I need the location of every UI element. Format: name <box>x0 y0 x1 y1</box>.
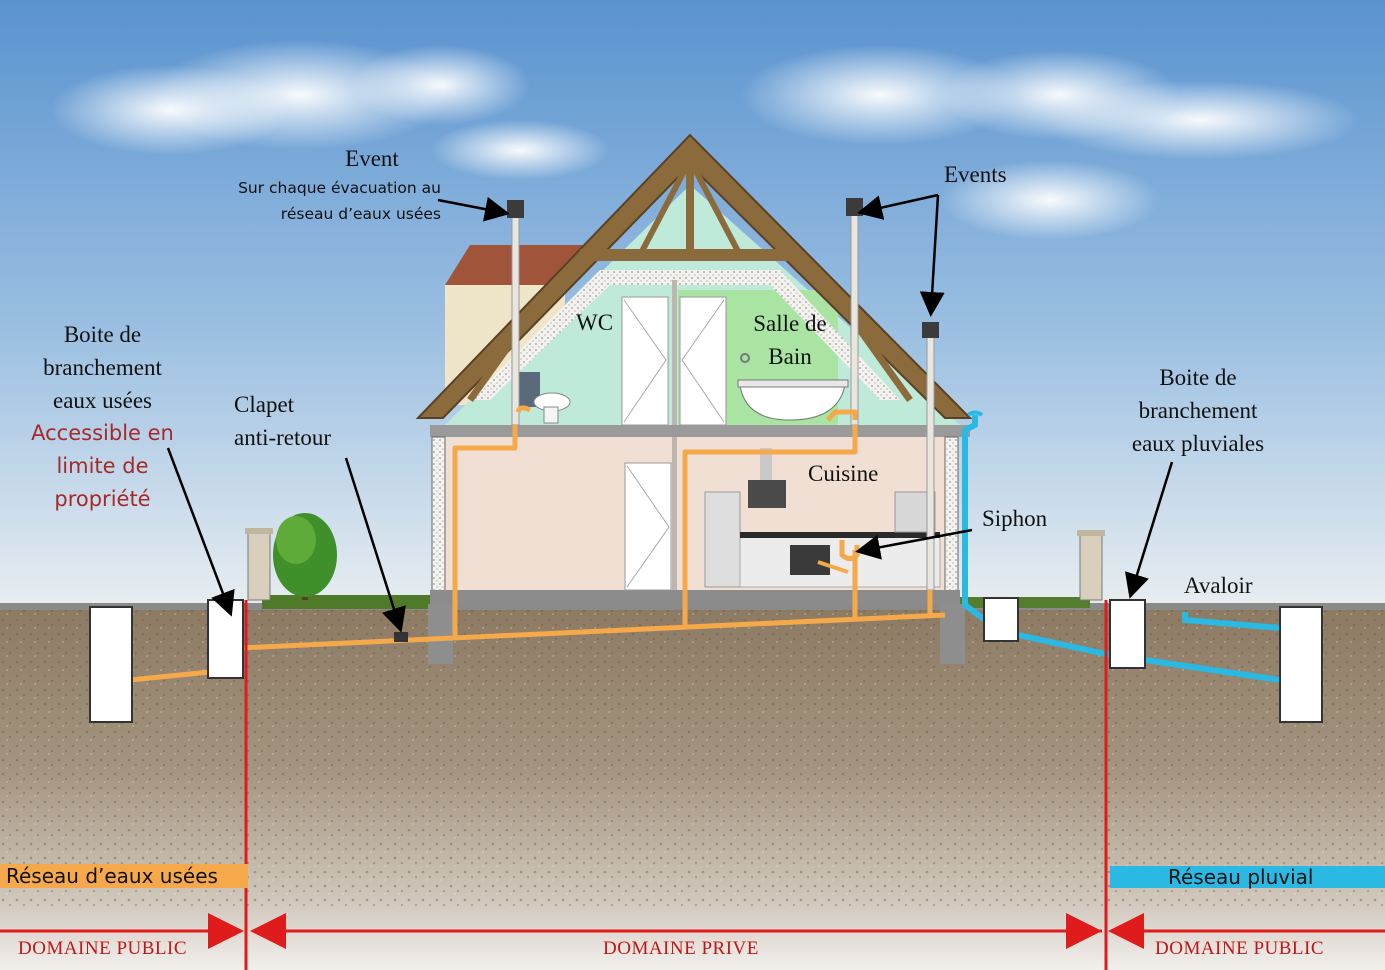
check-valve <box>394 632 408 642</box>
ww-box-line2: branchement <box>43 355 162 380</box>
wastewater-network-label: Réseau d’eaux usées <box>6 864 218 888</box>
siphon-label: Siphon <box>982 506 1048 531</box>
gate-post-right <box>1077 530 1105 601</box>
private-domain-label: DOMAINE PRIVE <box>603 938 759 959</box>
wastewater-band <box>0 864 248 888</box>
rain-pipes <box>1017 612 1281 683</box>
gate-post-left <box>245 528 273 601</box>
ww-box-access-line2: limite de <box>56 454 149 478</box>
bathroom-label-line2: Bain <box>768 344 812 369</box>
bathroom-label: Salle de Bain <box>726 307 854 373</box>
public-domain-right-label: DOMAINE PUBLIC <box>1155 938 1325 959</box>
ww-box-access-line3: propriété <box>54 487 151 511</box>
utility-boxes <box>89 597 1323 723</box>
event-sub1: Sur chaque évacuation au <box>238 179 441 197</box>
ww-box-line3: eaux usées <box>53 388 152 413</box>
rain-box-label: Boite de branchement eaux pluviales <box>1108 361 1288 460</box>
check-valve-line2: anti-retour <box>234 425 332 450</box>
wastewater-box-label: Boite de branchement eaux usées Accessib… <box>10 318 195 516</box>
rain-box-line2: branchement <box>1138 398 1258 423</box>
rain-band <box>1110 866 1385 888</box>
event-title: Event <box>345 146 399 171</box>
bathroom-label-line1: Salle de <box>753 311 827 336</box>
wastewater-pipes <box>129 405 946 683</box>
rain-box-line3: eaux pluviales <box>1131 431 1265 456</box>
ww-box-line1: Boite de <box>63 322 142 347</box>
wc-label: WC <box>576 310 614 335</box>
clouds <box>50 40 1360 240</box>
public-domain-left-label: DOMAINE PUBLIC <box>18 938 188 959</box>
callout-arrows <box>166 193 1174 633</box>
events-right-label: Events <box>944 162 1007 187</box>
kitchen-label: Cuisine <box>808 461 879 486</box>
rain-network-label: Réseau pluvial <box>1168 865 1314 889</box>
downspout <box>962 415 987 623</box>
rain-box-line1: Boite de <box>1159 365 1237 390</box>
check-valve-line1: Clapet <box>234 392 295 417</box>
event-sub2: réseau d’eaux usées <box>280 205 441 223</box>
ww-box-access-line1: Accessible en <box>31 421 174 445</box>
check-valve-label: Clapet anti-retour <box>234 388 331 454</box>
avaloir-label: Avaloir <box>1184 573 1253 598</box>
house <box>415 133 973 664</box>
tree <box>273 513 337 600</box>
event-left-label: Event Sur chaque évacuation au réseau d’… <box>183 142 441 227</box>
